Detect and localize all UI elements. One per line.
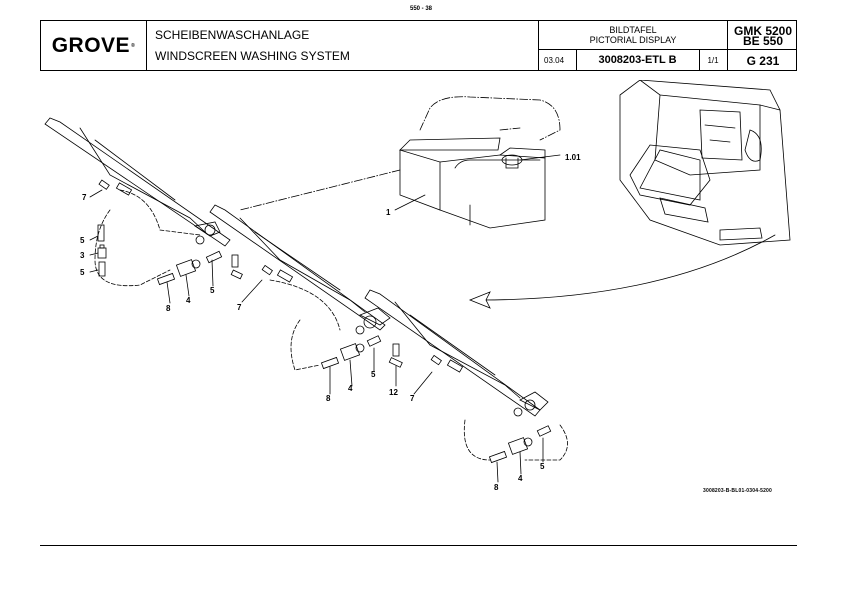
callout-hose-e: 5 xyxy=(540,462,545,471)
bottom-rule xyxy=(40,545,797,546)
callout-nozzle-c: 4 xyxy=(518,474,523,483)
callout-nozzle-a: 4 xyxy=(186,296,191,305)
callout-hose-c: 5 xyxy=(210,286,215,295)
pictorial-display-label: BILDTAFEL PICTORIAL DISPLAY xyxy=(539,25,727,45)
sheet-number: 1/1 xyxy=(707,56,719,65)
model-line-1: GMK 5200 xyxy=(733,24,793,38)
part-nozzle-4-b xyxy=(339,343,365,361)
callout-valve: 3 xyxy=(80,251,85,260)
callout-sleeve-a: 8 xyxy=(166,304,171,313)
callout-hose-d: 5 xyxy=(371,370,376,379)
callout-clip-a: 7 xyxy=(82,193,87,202)
part-hose-5-b xyxy=(205,250,243,280)
title-german: SCHEIBENWASCHANLAGE xyxy=(155,28,310,42)
part-sleeve-8-c xyxy=(488,450,508,464)
callout-tee: 12 xyxy=(389,388,398,397)
display-english: PICTORIAL DISPLAY xyxy=(589,35,677,45)
group-number: G 231 xyxy=(746,54,780,68)
part-nozzle-4-a xyxy=(175,259,201,277)
title-english: WINDSCREEN WASHING SYSTEM xyxy=(155,49,350,63)
callout-clip-b: 7 xyxy=(237,303,242,312)
callout-nozzle-b: 4 xyxy=(348,384,353,393)
wiper-arm-lower xyxy=(364,289,549,417)
title-block: GROVE® SCHEIBENWASCHANLAGE WINDSCREEN WA… xyxy=(40,20,797,71)
grove-logo: GROVE® xyxy=(41,21,146,70)
logo-registered-mark: ® xyxy=(131,42,136,49)
part-clip-7-b xyxy=(261,264,294,283)
wiper-arm-middle xyxy=(209,204,391,335)
document-number: 3008203-ETL B xyxy=(598,54,677,66)
crane-cab xyxy=(619,80,791,246)
model-designation: GMK 5200 BE 550 xyxy=(729,24,797,48)
part-hose-5-c xyxy=(536,425,552,437)
callout-hose-a: 5 xyxy=(80,236,85,245)
part-valve-3 xyxy=(97,244,107,259)
model-line-2: BE 550 xyxy=(742,34,784,48)
callout-hose-b: 5 xyxy=(80,268,85,277)
part-sleeve-8-b xyxy=(320,356,340,370)
callout-sleeve-b: 8 xyxy=(326,394,331,403)
issue-date: 03.04 xyxy=(544,56,565,65)
callout-sleeve-c: 8 xyxy=(494,483,499,492)
page-number: 550 - 38 xyxy=(409,6,433,12)
reservoir-tank xyxy=(399,137,546,229)
exploded-view-drawing: 1 1.01 7 5 3 5 8 4 5 7 8 4 5 12 7 8 4 5 xyxy=(44,80,791,492)
drawing-reference-number: 3008203-B-BL01-0304-5200 xyxy=(703,488,773,494)
part-clip-7-c xyxy=(430,354,464,373)
part-clip-7-a xyxy=(98,179,133,196)
part-tee-12 xyxy=(366,335,403,368)
callout-clip-c: 7 xyxy=(410,394,415,403)
callout-tank: 1 xyxy=(386,208,391,217)
part-hose-5-a xyxy=(97,224,106,277)
wiper-arm-upper xyxy=(44,117,231,247)
logo-text: GROVE xyxy=(51,33,131,57)
display-german: BILDTAFEL xyxy=(609,25,657,35)
callout-cap: 1.01 xyxy=(565,153,581,162)
